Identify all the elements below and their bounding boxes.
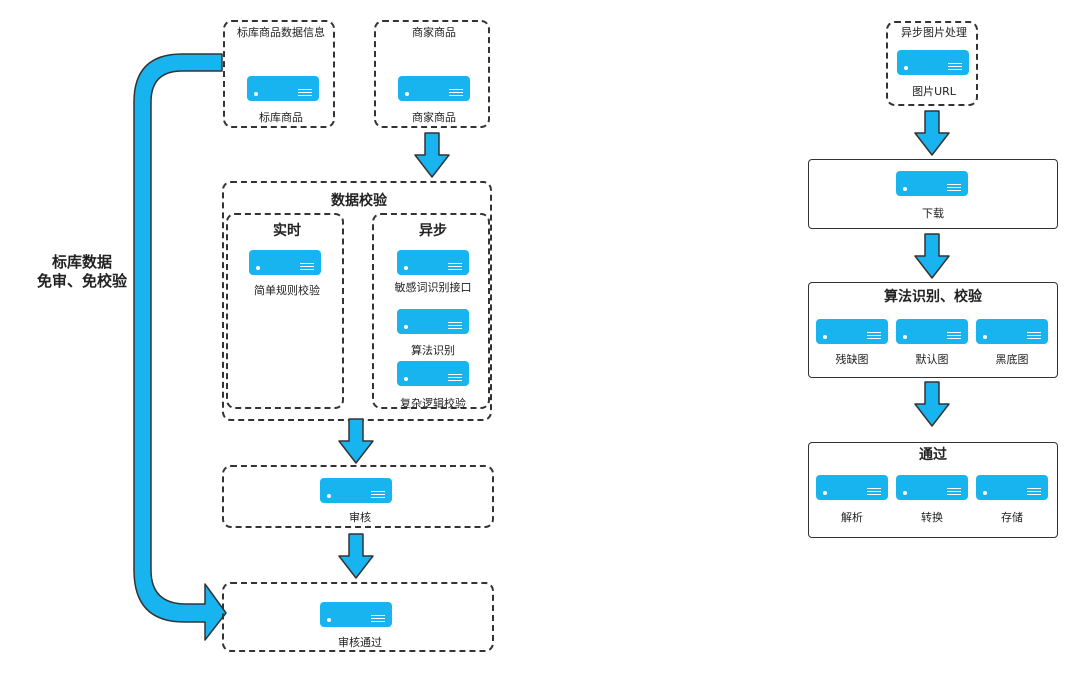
approved-item: 审核通过 — [338, 636, 382, 649]
side-note: 标库数据 免审、免校验 — [18, 253, 146, 291]
down-arrow-icon — [414, 132, 450, 178]
down-arrow-icon — [914, 233, 950, 279]
algorithm-item-incomplete: 残缺图 — [835, 353, 869, 366]
download-item: 下载 — [922, 207, 944, 220]
merchant-title: 商家商品 — [412, 26, 456, 39]
realtime-item: 简单规则校验 — [254, 284, 320, 297]
down-arrow-icon — [338, 533, 374, 579]
server-icon — [976, 319, 1048, 344]
review-item: 审核 — [349, 511, 371, 524]
algorithm-box: 算法识别、校验 残缺图 默认图 黑底图 — [808, 282, 1058, 378]
down-arrow-icon — [914, 110, 950, 156]
realtime-title: 实时 — [273, 223, 301, 239]
server-icon — [896, 475, 968, 500]
download-box: 下载 — [808, 159, 1058, 229]
merchant-box: 商家商品 商家商品 — [374, 20, 490, 128]
std-data-info-box: 标库商品数据信息 标库商品 — [223, 20, 335, 128]
server-icon — [249, 250, 321, 275]
side-note-line1: 标库数据 — [51, 253, 112, 271]
down-arrow-icon — [914, 381, 950, 427]
std-data-info-item: 标库商品 — [259, 111, 303, 124]
std-data-info-title: 标库商品数据信息 — [237, 26, 325, 39]
async-image-item: 图片URL — [912, 85, 956, 98]
pass-title: 通过 — [919, 447, 947, 463]
async-item-algorithm: 算法识别 — [411, 344, 455, 357]
server-icon — [897, 50, 969, 75]
validation-title: 数据校验 — [331, 193, 387, 209]
server-icon — [397, 361, 469, 386]
server-icon — [816, 475, 888, 500]
server-icon — [896, 319, 968, 344]
pass-item-store: 存储 — [1001, 511, 1023, 524]
realtime-box: 实时 简单规则校验 — [226, 213, 344, 409]
server-icon — [247, 76, 319, 101]
server-icon — [976, 475, 1048, 500]
async-image-box: 异步图片处理 图片URL — [886, 21, 978, 106]
pass-box: 通过 解析 转换 存储 — [808, 442, 1058, 538]
pass-item-parse: 解析 — [841, 511, 863, 524]
algorithm-item-black-bg: 黑底图 — [995, 353, 1029, 366]
merchant-item: 商家商品 — [412, 111, 456, 124]
async-box: 异步 敏感词识别接口 算法识别 复杂逻辑校验 — [372, 213, 490, 410]
side-note-line2: 免审、免校验 — [36, 272, 127, 290]
server-icon — [320, 478, 392, 503]
algorithm-item-default: 默认图 — [915, 353, 949, 366]
down-arrow-icon — [338, 418, 374, 464]
server-icon — [816, 319, 888, 344]
review-box: 审核 — [222, 465, 494, 528]
server-icon — [397, 309, 469, 334]
server-icon — [398, 76, 470, 101]
server-icon — [896, 171, 968, 196]
server-icon — [397, 250, 469, 275]
async-image-title: 异步图片处理 — [901, 26, 967, 39]
async-title: 异步 — [419, 223, 447, 239]
algorithm-title: 算法识别、校验 — [884, 289, 982, 305]
async-item-sensitive-words: 敏感词识别接口 — [394, 281, 472, 294]
server-icon — [320, 602, 392, 627]
async-item-complex-logic: 复杂逻辑校验 — [400, 397, 466, 410]
approved-box: 审核通过 — [222, 582, 494, 652]
pass-item-convert: 转换 — [921, 511, 943, 524]
